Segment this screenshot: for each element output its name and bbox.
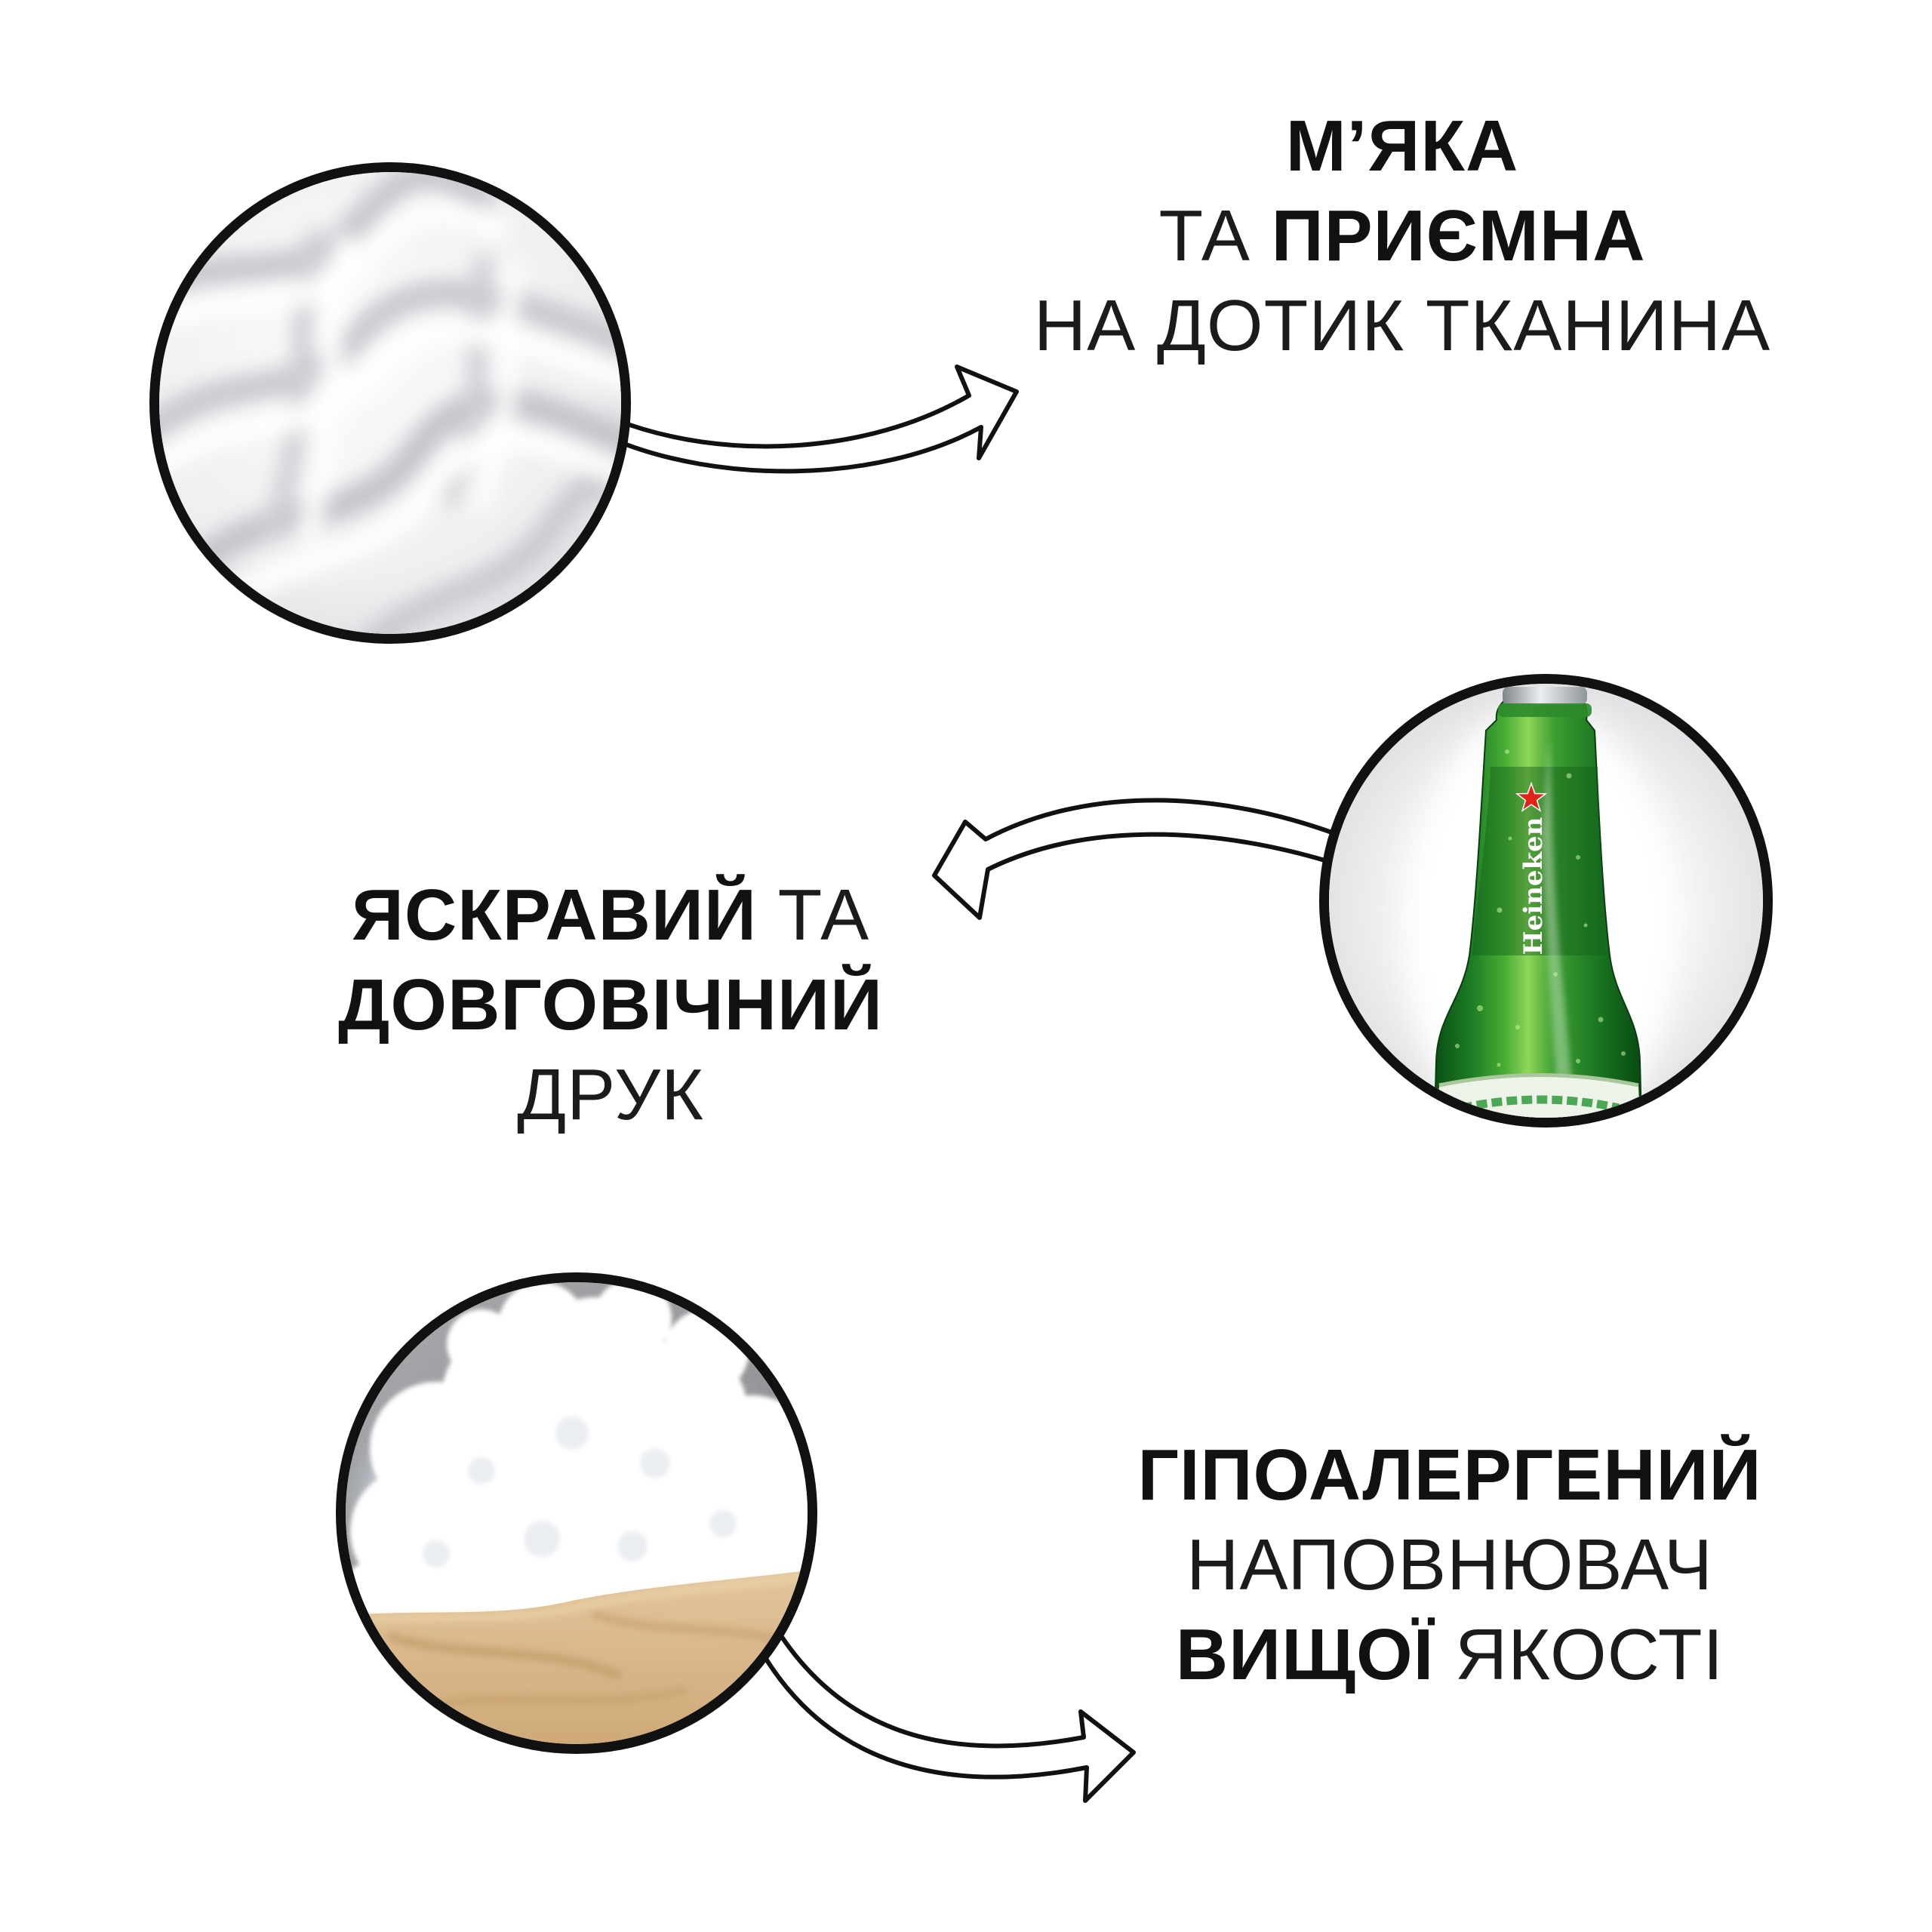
cotton-fiber-shade <box>617 1531 648 1561</box>
fabric-pleasant-label: ПРИЄМНА <box>1271 195 1646 276</box>
print-line-1: ЯСКРАВИЙ ТА <box>338 870 883 960</box>
fabric-and-label: ТА <box>1158 195 1251 276</box>
print-and-label: ТА <box>777 875 870 955</box>
droplet <box>1477 1005 1483 1011</box>
droplet <box>1598 1017 1604 1023</box>
fabric-line-2: ТА ПРИЄМНА <box>1034 191 1770 281</box>
fabric-fold-highlight <box>297 235 353 543</box>
fabric-photo <box>159 172 621 634</box>
bottle-lip <box>1498 703 1592 717</box>
fabric-line-1: М’ЯКА <box>1034 101 1770 191</box>
printed-bottle-photo: Heineken <box>1329 684 1763 1118</box>
bottle-brand-logo: Heineken <box>1518 817 1549 955</box>
cotton-fiber-shade <box>640 1448 670 1478</box>
cotton-puff <box>593 1282 672 1358</box>
print-line-3: ДРУК <box>338 1050 883 1140</box>
paper-fold <box>592 1611 801 1647</box>
cotton-fiber-shade <box>709 1510 737 1537</box>
droplet <box>1566 773 1572 779</box>
print-line-2: ДОВГОВІЧНИЙ <box>338 960 883 1050</box>
filling-line-1: ГІПОАЛЕРГЕНИЙ <box>1137 1430 1761 1520</box>
paper-folds <box>358 1574 808 1708</box>
fabric-fold-shadow <box>175 388 621 586</box>
droplet <box>1505 749 1509 754</box>
print-print-label: ДРУК <box>517 1054 704 1135</box>
fabric-photo-circle <box>149 162 631 644</box>
filling-feature-text: ГІПОАЛЕРГЕНИЙ НАПОВНЮВАЧ ВИЩОЇ ЯКОСТІ <box>1137 1430 1761 1700</box>
print-feature-text: ЯСКРАВИЙ ТА ДОВГОВІЧНИЙ ДРУК <box>338 870 883 1140</box>
fabric-folds <box>159 172 621 634</box>
print-photo-circle: Heineken <box>1319 674 1773 1128</box>
paper-fold <box>433 1687 688 1708</box>
fabric-feature-text: М’ЯКА ТА ПРИЄМНА НА ДОТИК ТКАНИНА <box>1034 101 1770 371</box>
arrow-fabric-to-text <box>611 365 1019 474</box>
fabric-fold-shadow <box>159 172 497 300</box>
bottle-label-rim <box>1438 1073 1639 1088</box>
droplet <box>1553 972 1558 977</box>
fabric-fold-shadow <box>263 230 324 537</box>
filling-hypoallergenic-label: ГІПОАЛЕРГЕНИЙ <box>1137 1435 1762 1515</box>
fabric-fold-highlight <box>201 429 621 629</box>
bottle-cap <box>1503 687 1587 705</box>
bottle-label-lettering <box>1460 1095 1620 1112</box>
filling-line-3: ВИЩОЇ ЯКОСТІ <box>1137 1610 1761 1700</box>
droplet <box>1497 1063 1501 1067</box>
droplet <box>1455 1044 1460 1048</box>
cotton-fiber-shade <box>423 1540 450 1567</box>
cotton-texture <box>423 1417 737 1567</box>
fabric-fold-highlight <box>159 319 621 479</box>
filling-photo <box>346 1282 808 1744</box>
cotton-puff <box>447 1309 516 1379</box>
droplet <box>1583 923 1588 928</box>
print-durable-label: ДОВГОВІЧНИЙ <box>338 964 883 1045</box>
arrow-filling-to-text <box>760 1628 1136 1803</box>
droplet <box>1576 1059 1580 1063</box>
filling-highest-label: ВИЩОЇ <box>1175 1614 1435 1695</box>
cotton-fiber-shade <box>468 1457 495 1484</box>
fabric-fold-highlight <box>159 202 509 335</box>
droplet <box>1621 1051 1626 1056</box>
droplet <box>1497 907 1503 913</box>
bottle-droplets <box>1455 749 1626 1067</box>
paper-fold <box>387 1633 621 1678</box>
print-bright-label: ЯСКРАВИЙ <box>351 875 757 955</box>
cotton-puff <box>498 1282 586 1370</box>
bottle-highlight <box>1542 737 1575 1118</box>
filling-line-2: НАПОВНЮВАЧ <box>1137 1520 1761 1610</box>
filling-photo-circle <box>336 1272 817 1754</box>
bottle-neck-label <box>1472 767 1607 955</box>
arrow-bottle-to-text <box>932 798 1338 920</box>
droplet <box>1576 855 1580 860</box>
filling-quality-label: ЯКОСТІ <box>1454 1614 1724 1695</box>
filling-filler-label: НАПОВНЮВАЧ <box>1186 1524 1713 1605</box>
droplet <box>1515 1025 1520 1029</box>
fabric-soft-label: М’ЯКА <box>1285 106 1519 186</box>
red-star-logo <box>1515 781 1548 813</box>
fabric-line-3: НА ДОТИК ТКАНИНА <box>1034 281 1770 371</box>
bottle-glass <box>1434 698 1642 1118</box>
fabric-touch-label: НА ДОТИК ТКАНИНА <box>1033 285 1771 366</box>
cotton-fiber-shade <box>524 1521 560 1557</box>
paper-fold <box>358 1574 808 1623</box>
fabric-fold-highlight <box>472 262 522 512</box>
droplet <box>1508 836 1512 841</box>
cotton-fiber-shade <box>555 1417 589 1450</box>
